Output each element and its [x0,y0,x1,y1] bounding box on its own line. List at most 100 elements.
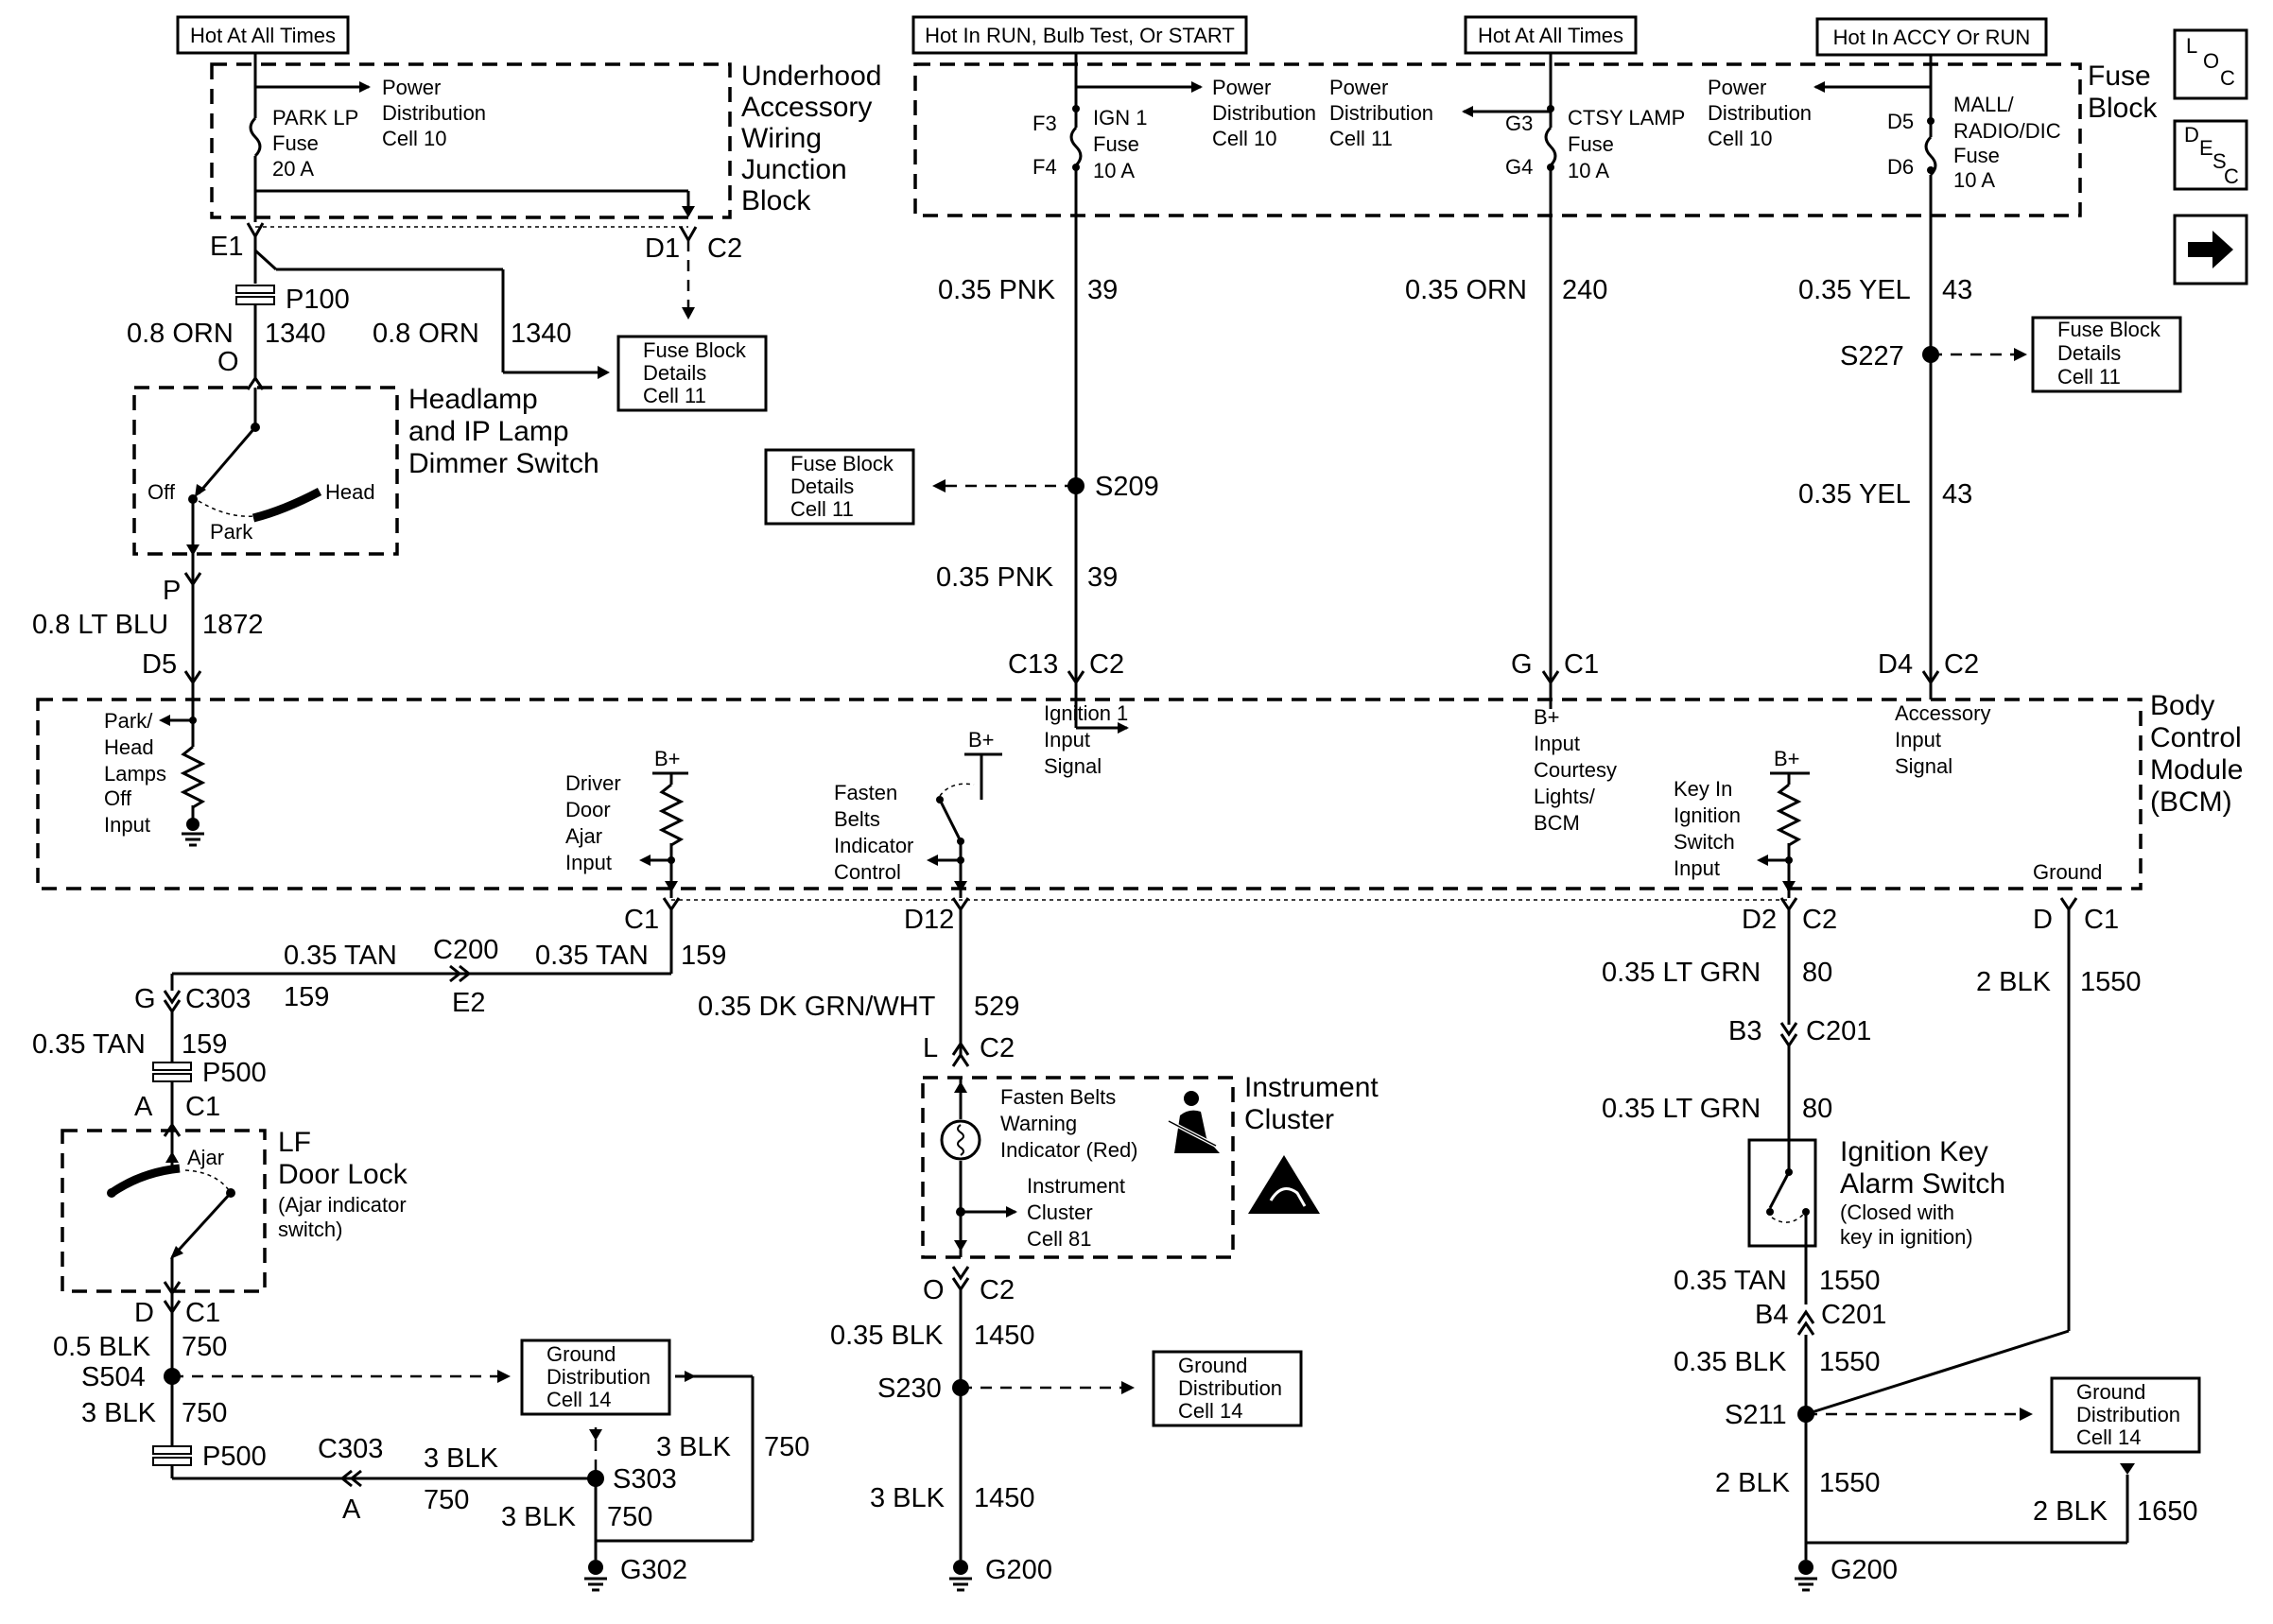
svg-text:Control: Control [834,860,901,884]
switch-ajar-label: Ajar [187,1146,224,1169]
bcm-input-driver-door: Driver Door Ajar Input [565,771,621,874]
connector-p500-b: P500 [152,1442,267,1472]
connector-g: G [1511,649,1533,680]
wire-1450b-color: 3 BLK [870,1483,946,1513]
svg-text:Distribution: Distribution [1708,101,1812,125]
wire-1550blk-num: 1550 [2080,967,2142,997]
svg-text:(Ajar indicator: (Ajar indicator [278,1193,407,1217]
svg-text:Cell 11: Cell 11 [2057,365,2121,389]
svg-text:BCM: BCM [1534,811,1580,835]
wire-39b-num: 39 [1087,562,1118,593]
svg-text:Control: Control [2150,722,2242,753]
svg-text:Block: Block [741,185,811,216]
wire-1550blk-color: 2 BLK [1976,967,2052,997]
next-button[interactable] [2173,214,2248,285]
pin-d1: D1 [645,233,680,264]
loc-button[interactable]: L O C [2173,28,2248,100]
connector-p: P [163,576,181,606]
wire-240-color: 0.35 ORN [1405,275,1527,305]
bplus-label-1: B+ [654,747,681,770]
svg-text:Distribution: Distribution [1178,1376,1282,1400]
wire-159d-color: 0.35 TAN [32,1029,146,1060]
bcm-input-accessory: Accessory Input Signal [1895,701,1990,778]
svg-text:Distribution: Distribution [2076,1403,2180,1426]
ref-fuse-block-details-1[interactable]: Fuse Block Details Cell 11 [616,335,768,412]
svg-text:Cell 11: Cell 11 [643,384,706,407]
svg-text:10 A: 10 A [1093,159,1135,182]
connector-c201-a: C201 [1806,1016,1871,1046]
svg-text:Head: Head [104,735,154,759]
svg-text:Signal: Signal [1895,754,1952,778]
svg-text:Alarm Switch: Alarm Switch [1840,1168,2005,1200]
bplus-label-2: B+ [968,728,995,752]
svg-text:Signal: Signal [1044,754,1102,778]
svg-text:Instrument: Instrument [1244,1072,1379,1103]
wire-240-num: 240 [1562,275,1607,305]
connector-c1: C1 [624,905,659,935]
wire-750a-color: 0.5 BLK [53,1332,151,1362]
ref-fuse-block-details-3[interactable]: Fuse Block Details Cell 11 [2031,316,2182,393]
power-dist-cell10-c: Power Distribution Cell 10 [1708,76,1812,150]
connector-d2: D2 [1742,905,1777,935]
wire-1550tan-num: 1550 [1819,1266,1881,1296]
svg-text:Cell 10: Cell 10 [1212,127,1276,150]
svg-text:Fuse: Fuse [272,131,319,155]
wire-80b-color: 0.35 LT GRN [1602,1094,1761,1124]
connector-p100: P100 [235,285,350,315]
svg-text:P500: P500 [202,1058,267,1088]
ref-fuse-block-details-2[interactable]: Fuse Block Details Cell 11 [764,448,915,526]
connector-g-c1: C1 [1564,649,1599,680]
desc-button[interactable]: D E S C [2173,119,2248,191]
svg-text:O: O [2203,49,2219,73]
ref-ground-distribution-2[interactable]: Ground Distribution Cell 14 [1152,1350,1303,1427]
svg-text:Cluster: Cluster [1027,1201,1093,1224]
supply-label-hot-all-times-left: Hot At All Times [176,15,350,55]
svg-text:S: S [2212,149,2227,173]
svg-text:Cell 10: Cell 10 [382,127,446,150]
bcm-outline [36,698,2143,890]
supply-label-hot-all-times-mid: Hot At All Times [1464,15,1638,55]
connector-d-door: D [134,1298,154,1328]
svg-text:Cluster: Cluster [1244,1104,1334,1135]
bcm-input-bplus: B+ Input Courtesy Lights/ BCM [1534,705,1617,835]
ref-ground-distribution-1[interactable]: Ground Distribution Cell 14 [520,1339,671,1416]
ref-ground-distribution-3[interactable]: Ground Distribution Cell 14 [2050,1376,2201,1454]
fuse-block-outline [913,62,2082,217]
svg-text:Instrument: Instrument [1027,1174,1125,1198]
svg-text:Ignition: Ignition [1674,803,1741,827]
svg-text:Lights/: Lights/ [1534,785,1596,808]
svg-text:Input: Input [1674,856,1720,880]
wire-80b-num: 80 [1802,1094,1832,1124]
svg-text:LF: LF [278,1127,311,1158]
svg-text:Distribution: Distribution [547,1365,651,1389]
wire-1550tan-color: 0.35 TAN [1674,1266,1787,1296]
wire-529-num: 529 [974,992,1019,1022]
svg-text:Ignition Key: Ignition Key [1840,1136,1988,1167]
wire-43b-color: 0.35 YEL [1798,479,1911,510]
svg-text:Park/: Park/ [104,709,153,733]
ground-g302-label: G302 [620,1555,687,1585]
wire-1550c-color: 0.35 BLK [1674,1347,1787,1377]
door-lock-switch-outline [61,1129,267,1293]
power-dist-cell10-b: Power Distribution Cell 10 [1212,76,1316,150]
svg-text:Hot In RUN, Bulb Test, Or STAR: Hot In RUN, Bulb Test, Or START [925,24,1235,47]
right-arrow-icon [2188,231,2233,268]
svg-text:Fuse Block: Fuse Block [790,452,894,475]
svg-text:20 A: 20 A [272,157,314,181]
wire-43b-num: 43 [1942,479,1972,510]
wire-750d-color: 3 BLK [501,1502,577,1532]
svg-text:(BCM): (BCM) [2150,786,2232,818]
connector-c303: C303 [185,984,251,1014]
ground-g302-icon [584,1560,607,1592]
svg-text:PARK LP: PARK LP [272,106,358,130]
svg-text:CTSY LAMP: CTSY LAMP [1568,106,1685,130]
splice-s504-label: S504 [81,1362,146,1392]
switch-off-label: Off [147,480,176,504]
wire-750e-num: 750 [764,1432,809,1462]
svg-text:Accessory: Accessory [1895,701,1990,725]
wire-159b-num: 159 [681,941,726,971]
fuse-block-label: Fuse Block [2088,60,2158,124]
wire-159a-color: 0.35 TAN [284,941,397,971]
svg-text:Headlamp: Headlamp [408,384,538,415]
svg-text:Fuse Block: Fuse Block [643,338,747,362]
